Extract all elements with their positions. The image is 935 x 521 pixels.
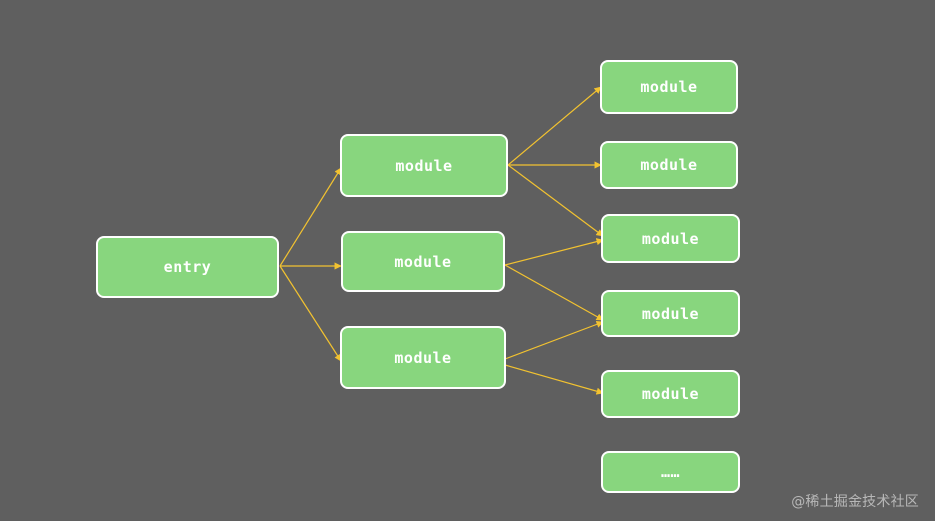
edge-module-3-to-module-r5	[504, 364, 604, 395]
module-node-1: module	[340, 134, 508, 197]
edge-module-2-to-module-r3	[504, 238, 604, 266]
module-label: module	[640, 156, 698, 174]
module-node-r2: module	[600, 141, 738, 189]
module-label: module	[641, 304, 700, 323]
module-label: module	[394, 348, 452, 367]
module-label: module	[640, 78, 698, 96]
watermark: @稀土掘金技术社区	[791, 494, 919, 510]
edge-entry-to-module-3	[279, 265, 342, 362]
module-node-3: module	[340, 326, 506, 389]
entry-node: entry	[96, 236, 279, 298]
module-label: module	[394, 252, 452, 271]
edge-module-2-to-module-r4	[504, 264, 604, 321]
edge-entry-to-module-1	[279, 167, 342, 267]
ellipsis-label: ……	[660, 463, 681, 481]
edge-module-1-to-module-r1	[507, 86, 602, 166]
module-label: module	[641, 229, 700, 248]
module-node-r5: module	[601, 370, 740, 418]
module-node-r1: module	[600, 60, 738, 114]
more-node: ……	[601, 451, 740, 493]
edge-module-3-to-module-r4	[504, 320, 604, 360]
entry-label: entry	[163, 258, 212, 276]
module-node-2: module	[341, 231, 505, 292]
module-node-r4: module	[601, 290, 740, 337]
module-node-r3: module	[601, 214, 740, 263]
edge-module-1-to-module-r3	[507, 164, 604, 237]
module-label: module	[641, 385, 700, 403]
module-label: module	[395, 156, 453, 175]
